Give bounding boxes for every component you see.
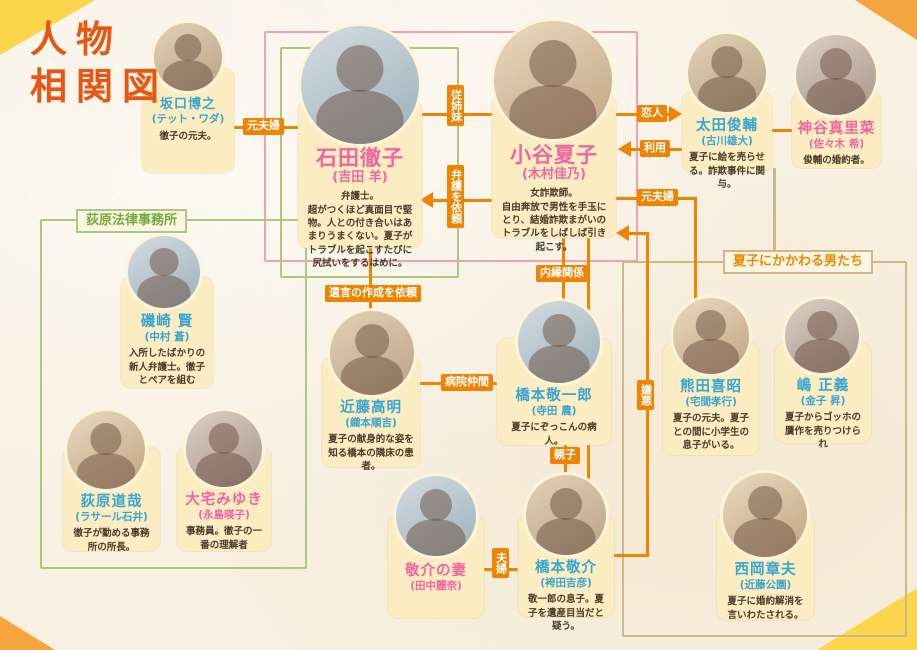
actor-name: (中村 蒼)	[144, 330, 190, 343]
character-desc: 夏子からゴッホの贋作を売りつけられ	[784, 412, 862, 451]
actor-name: (寺田 農)	[531, 404, 577, 417]
character-name: 神谷真里菜	[797, 121, 876, 137]
corner-decoration-top-right	[855, 0, 917, 40]
actor-name: (織本順吉)	[345, 416, 397, 429]
avatar-kumada	[670, 295, 752, 377]
actor-name: (木村佳乃)	[522, 167, 586, 183]
character-role: 弁護士。	[340, 191, 379, 203]
character-name: 小谷夏子	[510, 143, 598, 167]
avatar-kondo	[327, 308, 417, 398]
character-desc-text: 超がつくほど真面目で堅物。人との付き合いはあまりうまくない。夏子がトラブルを起こ…	[307, 204, 413, 270]
relation-label-exploit: 利用	[640, 140, 670, 157]
relation-line-kamiya-group	[773, 168, 776, 252]
character-desc: 夏子に婚約解消を言いわたされる。	[727, 596, 804, 621]
corner-decoration-bottom-left	[0, 616, 55, 650]
page-title-line1: 人物	[30, 17, 122, 61]
avatar-wife	[393, 473, 479, 559]
character-desc: 夏子にぞっこんの病人。	[511, 422, 597, 447]
relation-label-will-request: 遺言の作成を依頼	[325, 285, 421, 302]
actor-name: (田中麗奈)	[410, 579, 462, 592]
relation-label-defense-request: 弁護を依頼	[447, 165, 464, 228]
actor-name: (古川雄大)	[701, 134, 753, 147]
actor-name: (近藤公園)	[739, 578, 792, 591]
character-desc: 敬一郎の息子。夏子を遺産目当だと疑う。	[527, 594, 604, 633]
relation-label-lovers: 恋人	[637, 105, 667, 122]
avatar-kamiya	[793, 32, 879, 118]
character-desc: 女詐欺師。 自由奔放で男性を手玉にとり、結婚詐欺まがいのトラブルをしばしば引き起…	[492, 184, 616, 254]
character-desc: 夏子の元夫。夏子との間に小学生の息子がいる。	[672, 413, 749, 452]
actor-name: (金子 昇)	[800, 394, 846, 407]
avatar-ishida	[298, 23, 422, 147]
actor-name: (テット・ワダ)	[151, 112, 225, 125]
page-title: 人物 相関図	[30, 16, 168, 111]
relation-line-hatred-top	[628, 232, 648, 235]
character-desc: 入所したばかりの新人弁護士。徹子とペアを組む	[128, 348, 206, 387]
relation-label-parent-child: 親子	[550, 447, 580, 464]
character-name: 坂口博之	[159, 97, 216, 112]
character-desc-text: 自由奔放で男性を手玉にとり、結婚詐欺まがいのトラブルをしばしば引き起こす。	[501, 201, 607, 253]
avatar-otaku	[183, 408, 265, 490]
character-name: 熊田喜昭	[680, 379, 742, 395]
relation-label-ex-couple-2: 元夫婦	[637, 189, 678, 206]
relation-label-ex-couple-1: 元夫婦	[243, 118, 284, 135]
actor-name: (吉田 羊)	[332, 170, 388, 186]
avatar-kotani	[491, 18, 615, 142]
arrow-hatred-icon	[616, 225, 629, 241]
relation-label-hospital-mates: 病院仲間	[441, 374, 493, 391]
avatar-ota	[685, 31, 769, 115]
actor-name: (袴田吉彦)	[540, 576, 592, 589]
relation-label-hatred: 嫌悪	[637, 380, 654, 410]
group-label-natsuko-men: 夏子にかかわる男たち	[723, 250, 874, 274]
avatar-isozaki	[125, 233, 203, 311]
avatar-keisuke	[523, 472, 609, 558]
avatar-sakaguchi	[151, 20, 225, 94]
character-name: 近藤高明	[340, 400, 402, 416]
actor-name: (永島暎子)	[198, 508, 250, 521]
group-label-law-office: 荻原法律事務所	[76, 209, 188, 233]
character-desc: 弁護士。 超がつくほど真面目で堅物。人との付き合いはあまりうまくない。夏子がトラ…	[298, 187, 422, 271]
character-role: 女詐欺師。	[530, 188, 578, 200]
avatar-keiichiro	[515, 298, 603, 386]
arrow-lovers-icon	[669, 106, 682, 122]
character-name: 荻原道哉	[80, 494, 143, 510]
relation-line-hatred-bottom	[613, 554, 649, 557]
avatar-shima	[782, 296, 862, 376]
character-desc: 徹子の元夫。	[159, 130, 217, 142]
relation-line-engaged	[772, 129, 792, 132]
character-card-ota: 太田俊輔 (古川雄大) 夏子に絵を売らせる。詐欺事件に関与。	[682, 92, 772, 190]
character-name: 磯崎 賢	[140, 314, 194, 330]
relation-label-married: 夫婦	[492, 548, 509, 578]
page-title-line2: 相関図	[30, 64, 168, 109]
character-name: 敬介の妻	[405, 563, 467, 579]
character-name: 西岡章夫	[734, 562, 797, 578]
avatar-nishioka	[720, 470, 810, 560]
character-desc: 俊輔の婚約者。	[803, 155, 870, 167]
character-name: 嶋 正義	[796, 378, 850, 394]
actor-name: (ラサール石井)	[75, 510, 148, 523]
character-desc: 徹子が勤める事務所の所長。	[73, 528, 150, 553]
group-box-main-pair	[264, 31, 638, 262]
character-name: 橋本敬一郎	[515, 388, 593, 404]
relation-label-common-law: 内縁関係	[536, 265, 588, 282]
corner-decoration-bottom-right	[817, 588, 917, 650]
actor-name: (宅間孝行)	[685, 395, 737, 408]
character-name: 橋本敬介	[535, 560, 597, 576]
character-name: 石田徹子	[316, 146, 404, 170]
arrow-exploit-icon	[618, 141, 631, 157]
character-desc: 夏子に絵を売らせる。詐欺事件に関与。	[688, 152, 765, 191]
relation-line-will	[369, 246, 372, 312]
corner-decoration-top-left	[0, 0, 95, 55]
character-desc: 事務員。徹子の一番の理解者	[185, 526, 262, 551]
character-name: 大宅みゆき	[185, 492, 263, 508]
relation-line-excouple2-v	[694, 197, 697, 303]
character-name: 太田俊輔	[696, 118, 758, 134]
character-desc: 夏子の献身的な姿を知る橋本の隣床の患者。	[328, 434, 414, 473]
avatar-ogiwara	[64, 408, 148, 492]
actor-name: (佐々木 希)	[808, 137, 865, 150]
arrow-defense-icon	[420, 192, 433, 208]
relation-label-cousins: 従姉妹	[447, 85, 464, 126]
